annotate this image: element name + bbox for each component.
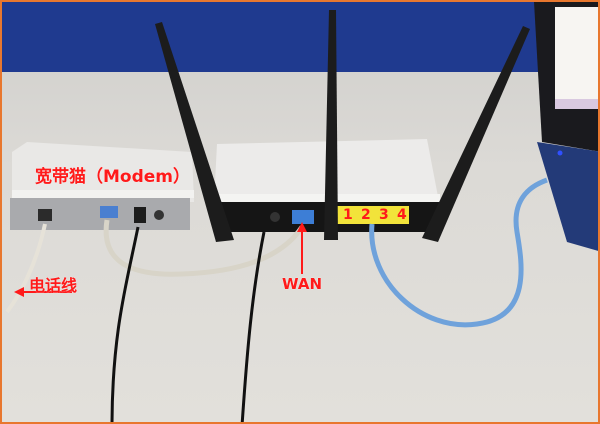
antennas <box>155 10 530 242</box>
modem <box>10 142 194 230</box>
laptop <box>534 2 598 251</box>
lan-port-2-label: 2 <box>361 207 371 223</box>
cables <box>5 177 548 422</box>
lan-port-3-label: 3 <box>379 207 389 223</box>
annotation-arrows <box>14 222 307 297</box>
modem-label: 宽带猫（Modem） <box>35 167 191 187</box>
lan-port-1-label: 1 <box>343 207 353 223</box>
phone-line-label: 电话线 <box>29 276 78 295</box>
blue-wall <box>2 2 598 72</box>
wan-port-label: WAN <box>282 275 323 293</box>
lan-port-4-label: 4 <box>397 207 407 223</box>
